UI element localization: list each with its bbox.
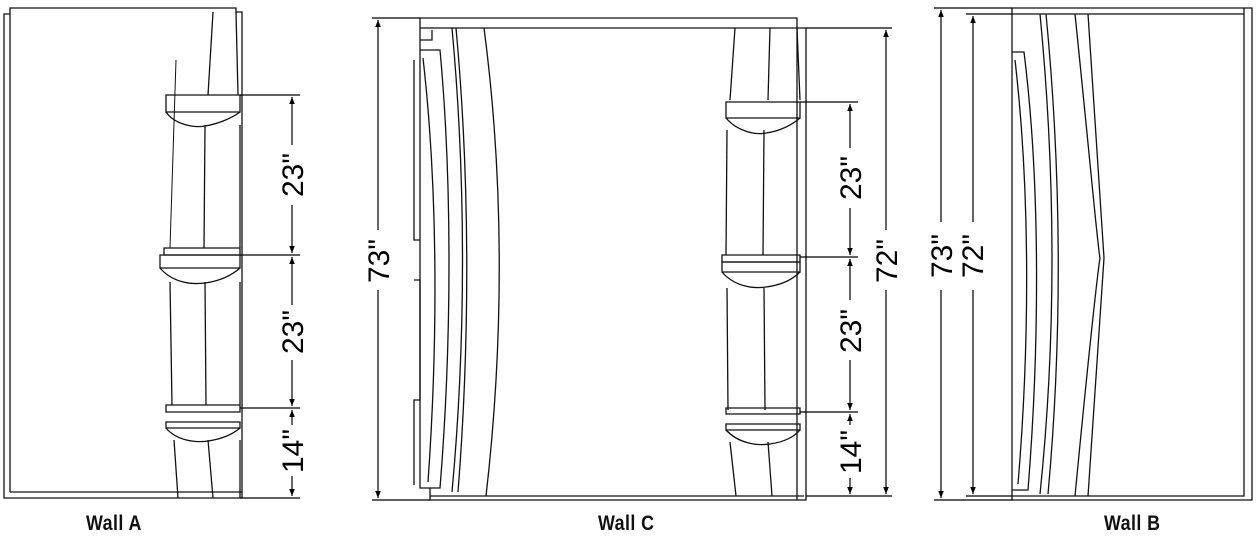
wall-b-dimension-lines bbox=[934, 7, 1012, 501]
wall-a-dim-1: 23" bbox=[277, 153, 310, 197]
wall-c-dimension-lines bbox=[372, 17, 892, 501]
wall-c-interior-height: 72" bbox=[871, 239, 904, 283]
wall-c-drawing bbox=[413, 17, 807, 501]
wall-c-overall-height: 73" bbox=[363, 239, 396, 283]
wall-c-dim-1: 23" bbox=[835, 156, 868, 200]
wall-c-label: Wall C bbox=[598, 512, 655, 535]
wall-a-dimension-lines bbox=[240, 94, 300, 499]
wall-b-label: Wall B bbox=[1104, 512, 1161, 535]
wall-a-label: Wall A bbox=[86, 512, 142, 535]
wall-a-drawing bbox=[3, 7, 243, 499]
wall-b-interior-height: 72" bbox=[957, 234, 990, 278]
wall-c-dim-2: 23" bbox=[835, 309, 868, 353]
wall-a-dim-2: 23" bbox=[277, 310, 310, 354]
wall-c-dim-3: 14" bbox=[835, 430, 868, 474]
wall-a-dim-3: 14" bbox=[277, 429, 310, 473]
wall-b-overall-height: 73" bbox=[926, 234, 959, 278]
wall-b-drawing bbox=[1011, 7, 1253, 501]
